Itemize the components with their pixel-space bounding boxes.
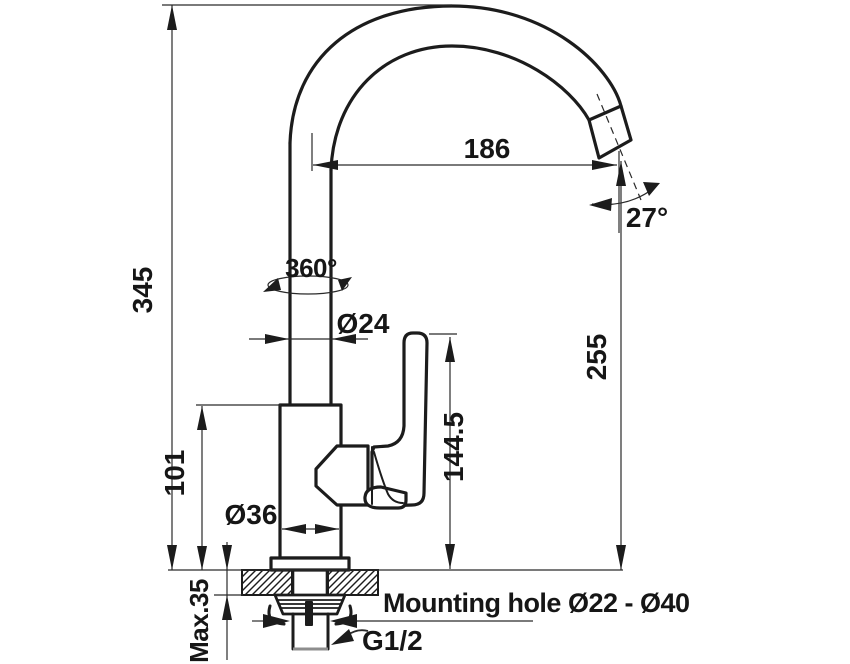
label-spout-angle: 27° [626,202,668,233]
spout-aerator [587,104,633,160]
locknut-stud [305,601,313,626]
label-max-worktop-thickness: Max.35 [184,579,214,663]
label-swivel-range: 360° [285,253,337,283]
arrow-144-top [445,337,455,362]
arrow-101-top [197,406,207,430]
label-body-diameter: Ø36 [225,499,278,530]
label-outlet-height: 255 [581,334,612,381]
arrow-186-left [313,160,338,170]
arrow-d36-right [315,524,339,534]
countertop-hatch-left [241,569,293,596]
base-plate [269,556,351,572]
arrow-swivel-left [263,278,281,292]
arrow-g12 [331,629,354,645]
arrow-d36-left [282,524,306,534]
arrow-mounting-left [263,614,290,628]
label-handle-top-height: 144.5 [438,412,469,482]
handle-lever [370,331,429,508]
arrow-186-right [592,160,617,170]
countertop-section [241,568,379,651]
label-overall-height: 345 [127,267,158,314]
arrow-255-top [616,161,626,186]
handle-knuckle [363,485,408,510]
arrow-144-bottom [445,544,455,569]
arrowheads [167,5,660,645]
label-mounting-hole: Mounting hole Ø22 - Ø40 [383,588,690,618]
spout-outer-arc [288,4,623,145]
countertop-hatch-right [327,569,379,596]
arrow-max35-upper [222,545,232,570]
arrow-angle-right [643,182,660,196]
arrow-d24-right [332,334,356,344]
swivel-ellipse [267,275,349,295]
arrow-101-bottom [197,546,207,570]
dimension-labels: 345 186 27° 360° Ø24 255 144.5 101 Ø36 M… [127,133,690,663]
handle-detail-lines [371,446,404,505]
arrow-d24-left [265,334,289,344]
arrow-max35-lower [222,595,232,620]
label-spout-reach: 186 [464,133,511,164]
label-body-height: 101 [159,450,190,497]
faucet-outline [269,4,633,572]
label-thread-size: G1/2 [362,625,423,656]
spout-inner-arc [329,44,591,172]
arrow-345-top [167,5,177,30]
arrow-swivel-right [338,277,352,291]
handle-base-contour [373,451,404,504]
arrow-255-bottom [616,545,626,570]
label-pipe-diameter: Ø24 [337,308,390,339]
arrow-345-bottom [167,545,177,570]
dimension-lines [162,4,655,660]
arrow-angle-left [589,198,612,211]
arrow-mounting-right [330,614,357,628]
